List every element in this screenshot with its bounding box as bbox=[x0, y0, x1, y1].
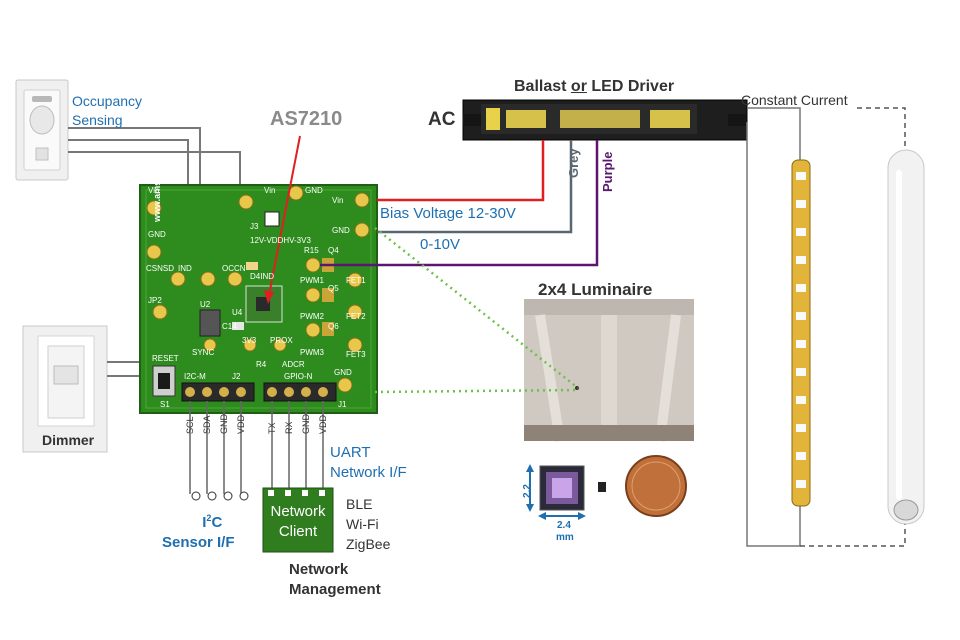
silk-adcr: ADCR bbox=[282, 360, 305, 369]
pin-sda: SDA bbox=[202, 415, 212, 434]
silk-r15: R15 bbox=[304, 246, 319, 255]
occupancy-label: Occupancy Sensing bbox=[72, 92, 142, 130]
silk-gpio: GPIO-N bbox=[284, 372, 313, 381]
chip-height-label: 2.2 bbox=[522, 484, 533, 498]
grey-wire-label: Grey bbox=[566, 148, 581, 178]
silk-occn: OCCN bbox=[222, 264, 246, 273]
silk-website: www.ams.com bbox=[152, 159, 162, 222]
silk-q5: Q5 bbox=[328, 284, 339, 293]
silk-sync: SYNC bbox=[192, 348, 215, 357]
silk-fet2: FET2 bbox=[346, 312, 366, 321]
silk-vin-left: Vin bbox=[148, 186, 160, 195]
ballast-title-post: LED Driver bbox=[586, 78, 675, 95]
silk-vin-right: Vin bbox=[332, 196, 344, 205]
pin-scl: SCL bbox=[185, 416, 195, 434]
silk-csnsd: CSNSD bbox=[146, 264, 175, 273]
silk-c14: C14 bbox=[222, 322, 237, 331]
chip-width-unit: mm bbox=[556, 532, 574, 543]
silk-j3: J3 bbox=[250, 222, 259, 231]
chip-label: AS7210 bbox=[270, 108, 343, 130]
silk-gnd-bottom: GND bbox=[334, 368, 352, 377]
silk-reset: RESET bbox=[152, 354, 179, 363]
ballast-title-or: or bbox=[570, 78, 587, 95]
silk-ind: IND bbox=[178, 264, 192, 273]
silk-part-no: 12V-VDDHV-3V3 bbox=[250, 236, 311, 245]
network-client-line1: Network bbox=[270, 503, 326, 520]
pin-i2c-vdd: VDD bbox=[236, 414, 246, 434]
luminaire-label: 2x4 Luminaire bbox=[538, 280, 653, 299]
pin-uart-gnd: GND bbox=[301, 414, 311, 434]
silk-u2: U2 bbox=[200, 300, 211, 309]
penny-image bbox=[625, 455, 687, 517]
pcb-board bbox=[139, 184, 378, 414]
i2c-label-line2: Sensor I/F bbox=[162, 534, 235, 551]
ballast-image bbox=[462, 99, 748, 141]
silk-j1: J1 bbox=[338, 400, 347, 409]
pin-i2c-gnd: GND bbox=[219, 414, 229, 434]
silk-u4: U4 bbox=[232, 308, 243, 317]
luminaire-photo bbox=[524, 299, 694, 442]
i2c-interface-label: I2C Sensor I/F bbox=[162, 508, 235, 553]
dimmer-label: Dimmer bbox=[42, 432, 95, 448]
ballast-title: Ballast or LED Driver bbox=[514, 78, 674, 96]
silk-pwm1: PWM1 bbox=[300, 276, 324, 285]
network-client-box bbox=[262, 487, 334, 553]
occupancy-label-line2: Sensing bbox=[72, 112, 123, 128]
fluorescent-tube-image bbox=[887, 149, 925, 525]
network-client-line2: Client bbox=[278, 523, 318, 540]
silk-fet1: FET1 bbox=[346, 276, 366, 285]
i2c-label-sup: 2 bbox=[206, 513, 212, 523]
uart-label-line2: Network I/F bbox=[330, 464, 407, 481]
network-client-label: Network Client bbox=[263, 502, 333, 542]
silk-pwm2: PWM2 bbox=[300, 312, 324, 321]
occupancy-label-line1: Occupancy bbox=[72, 93, 143, 109]
pin-rx: RX bbox=[284, 421, 294, 434]
silk-j2: J2 bbox=[232, 372, 241, 381]
chip-width-label: 2.4 bbox=[557, 520, 571, 531]
network-management-label: Network Management bbox=[289, 560, 381, 600]
i2c-label-pre: I bbox=[202, 514, 207, 531]
silk-r4: R4 bbox=[256, 360, 267, 369]
sensor-chip-image bbox=[526, 464, 606, 520]
silk-q4: Q4 bbox=[328, 246, 339, 255]
silk-fet3: FET3 bbox=[346, 350, 366, 359]
led-strip-image bbox=[791, 159, 811, 507]
protocol-list: BLE Wi-Fi ZigBee bbox=[346, 494, 390, 554]
i2c-label-post: C bbox=[211, 514, 223, 531]
ballast-title-pre: Ballast bbox=[514, 78, 571, 95]
silk-gnd-top: GND bbox=[305, 186, 323, 195]
uart-label: UART Network I/F bbox=[330, 443, 407, 483]
silk-gnd-right: GND bbox=[332, 226, 350, 235]
pin-uart-vdd: VDD bbox=[318, 414, 328, 434]
pin-tx: TX bbox=[267, 422, 277, 434]
bias-voltage-label: Bias Voltage 12-30V bbox=[380, 205, 516, 222]
ac-label: AC bbox=[428, 109, 456, 130]
silk-gnd-left: GND bbox=[148, 230, 166, 239]
silk-jp2: JP2 bbox=[148, 296, 162, 305]
purple-wire-label: Purple bbox=[600, 151, 615, 192]
silk-3v3: 3V3 bbox=[242, 336, 257, 345]
silk-prox: PROX bbox=[270, 336, 293, 345]
dimming-label: 0-10V bbox=[420, 236, 461, 253]
silk-s1: S1 bbox=[160, 400, 170, 409]
silk-i2cm: I2C-M bbox=[184, 372, 206, 381]
dimmer-image bbox=[22, 325, 108, 453]
protocol-ble: BLE bbox=[346, 496, 373, 512]
network-management-line1: Network bbox=[289, 561, 349, 578]
network-management-line2: Management bbox=[289, 581, 381, 598]
silk-vin-top: Vin bbox=[264, 186, 276, 195]
silk-q6: Q6 bbox=[328, 322, 339, 331]
uart-label-line1: UART bbox=[330, 444, 371, 461]
silk-pwm3: PWM3 bbox=[300, 348, 324, 357]
protocol-wifi: Wi-Fi bbox=[346, 516, 379, 532]
silk-d4ind: D4IND bbox=[250, 272, 275, 281]
occupancy-sensor-image bbox=[15, 79, 69, 181]
protocol-zigbee: ZigBee bbox=[346, 536, 391, 552]
constant-current-label: Constant Current bbox=[741, 92, 848, 108]
